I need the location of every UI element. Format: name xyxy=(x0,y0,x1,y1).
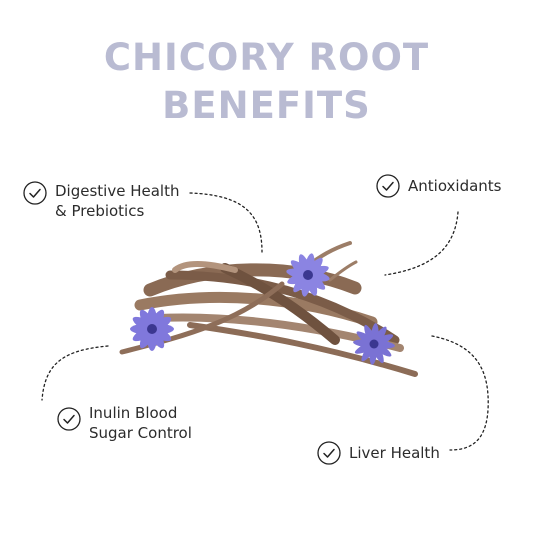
check-circle-icon xyxy=(57,407,81,431)
benefit-inulin-blood-sugar: Inulin Blood Sugar Control xyxy=(57,403,192,443)
connector-inulin xyxy=(41,345,109,401)
benefit-label: & Prebiotics xyxy=(55,202,145,220)
flower-icon xyxy=(130,307,174,351)
benefit-label: Inulin Blood xyxy=(89,404,178,422)
benefit-label: Sugar Control xyxy=(89,424,192,442)
connector-digestive xyxy=(189,192,263,253)
root-strand xyxy=(220,263,340,345)
connector-antioxidants xyxy=(384,211,459,276)
benefit-digestive-health: Digestive Health & Prebiotics xyxy=(23,181,179,221)
title-line-2: BENEFITS xyxy=(162,84,371,127)
flower-icon xyxy=(286,253,330,297)
root-strand xyxy=(187,322,418,377)
benefit-label: Liver Health xyxy=(349,444,440,462)
benefit-liver-health: Liver Health xyxy=(317,441,440,465)
check-circle-icon xyxy=(317,441,341,465)
connector-liver xyxy=(431,335,489,451)
root-strand xyxy=(165,270,400,345)
benefit-label: Digestive Health xyxy=(55,182,180,200)
benefit-label: Antioxidants xyxy=(408,177,502,195)
check-circle-icon xyxy=(376,174,400,198)
root-strand xyxy=(328,260,358,282)
page-title: CHICORY ROOT BENEFITS xyxy=(0,34,533,130)
flower-icon xyxy=(353,323,395,365)
check-circle-icon xyxy=(23,181,47,205)
root-strand xyxy=(172,261,238,273)
title-line-1: CHICORY ROOT xyxy=(103,36,430,79)
benefit-antioxidants: Antioxidants xyxy=(376,174,502,198)
